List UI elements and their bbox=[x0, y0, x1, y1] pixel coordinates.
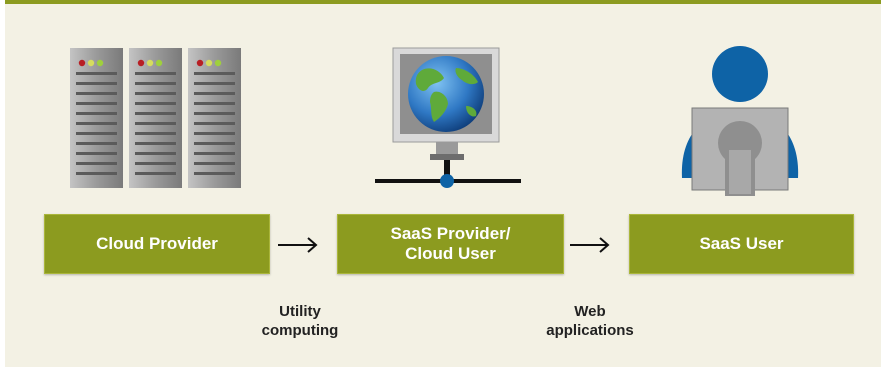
arrow-right-icon bbox=[570, 237, 610, 253]
left-rule bbox=[0, 0, 5, 367]
utility-computing-caption: Utility computing bbox=[240, 302, 360, 340]
utility-caption-line1: Utility bbox=[279, 303, 321, 320]
saas-provider-label-line1: SaaS Provider/ bbox=[390, 224, 511, 243]
saas-user-label: SaaS User bbox=[699, 234, 784, 253]
cloud-provider-box: Cloud Provider bbox=[44, 214, 270, 274]
utility-caption-line2: computing bbox=[261, 322, 339, 339]
saas-user-box: SaaS User bbox=[629, 214, 854, 274]
saas-provider-box: SaaS Provider/ Cloud User bbox=[337, 214, 564, 274]
web-applications-caption: Web applications bbox=[530, 302, 650, 340]
web-caption-line1: Web bbox=[574, 303, 606, 320]
arrow-right-icon bbox=[278, 237, 318, 253]
server-rack-icon bbox=[70, 48, 241, 188]
network-node-icon bbox=[442, 176, 452, 186]
monitor-globe-icon bbox=[375, 47, 521, 188]
cloud-provider-label: Cloud Provider bbox=[96, 234, 218, 253]
saas-provider-label-line2: Cloud User bbox=[405, 244, 496, 263]
top-rule bbox=[0, 0, 881, 4]
user-at-computer-icon bbox=[681, 46, 799, 196]
web-caption-line2: applications bbox=[546, 322, 634, 339]
